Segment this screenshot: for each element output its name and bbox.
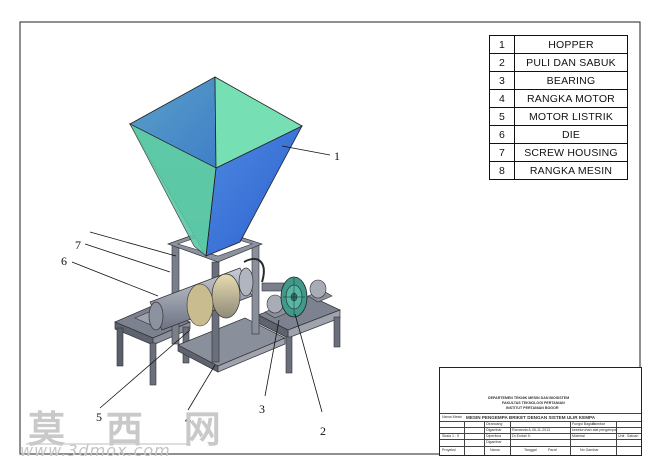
tb-row-value: Dr.Endah K. (512, 434, 532, 438)
part-number: 5 (489, 107, 515, 126)
tb-footer-3: Tanggal (524, 448, 537, 452)
tb-row-label: Dirancang (486, 422, 503, 426)
dept-line-3: INSTITUT PERTANIAN BOGOR (506, 406, 559, 410)
part-number: 2 (489, 53, 515, 72)
watermark-logo: 莫 西 网 (28, 407, 235, 451)
part-name: RANGKA MESIN (514, 161, 628, 180)
tb-row-value2: keseluruhan alat pengempa (572, 428, 617, 432)
part-number: 8 (489, 161, 515, 180)
callout-2: 2 (320, 424, 326, 438)
callout-4: 4 (185, 412, 191, 426)
tb-row-label: Digambar (486, 440, 502, 444)
tb-date: 06-11-2013 (532, 428, 551, 432)
tb-row-label: Digambar (486, 428, 502, 432)
part-number: 1 (489, 35, 515, 54)
dept-line-1: DEPARTEMEN TEKNIK MESIN DAN BIOSISTEM (488, 396, 570, 400)
dept-line-2: FAKULTAS TEKNOLOGI PERTANIAN (502, 401, 565, 405)
bearing (264, 279, 333, 319)
part-name: HOPPER (514, 35, 628, 54)
tb-footer-4: Paraf (548, 448, 557, 452)
part-name: RANGKA MOTOR (514, 89, 628, 108)
tb-footer-1: Proyeksi (442, 448, 456, 452)
watermark-url: www.3dmox.com (20, 441, 171, 460)
part-number: 4 (489, 89, 515, 108)
screw-housing (148, 267, 285, 331)
callout-3: 3 (259, 402, 265, 416)
part-name: SCREW HOUSING (514, 143, 628, 162)
drawing-title: MESIN PENGEMPA BRIKET DENGAN SISTEM ULIR… (466, 415, 596, 420)
tb-row-label2: Unit (618, 434, 625, 438)
tb-row-value2: Satuan (627, 434, 639, 438)
pulley (280, 276, 308, 318)
leader-lines (71, 145, 331, 413)
callout-7: 7 (75, 238, 81, 252)
tb-footer-5: No Gambar (580, 448, 599, 452)
belt (243, 257, 265, 283)
part-name: PULI DAN SABUK (514, 53, 628, 72)
tb-row-label: Diperiksa (486, 434, 501, 438)
tb-row-label: Skala (442, 434, 451, 438)
tb-footer-2: Nama (490, 448, 500, 452)
title-label: Nama Mesin (442, 415, 463, 419)
callout-5: 5 (96, 410, 102, 424)
tb-row-value: 1 : 5 (452, 434, 459, 438)
part-number: 6 (489, 125, 515, 144)
tb-row-label2: Fungsi Bagian (572, 422, 595, 426)
part-number: 7 (489, 143, 515, 162)
tb-row-value: Ramanda A. (512, 428, 532, 432)
part-number: 3 (489, 71, 515, 90)
part-name: BEARING (514, 71, 628, 90)
part-name: MOTOR LISTRIK (514, 107, 628, 126)
part-name: DIE (514, 125, 628, 144)
machine-assembly (114, 76, 341, 386)
hopper (128, 76, 303, 258)
callout-6: 6 (61, 254, 67, 268)
tb-row-value2: Gambar (592, 422, 605, 426)
title-block: DEPARTEMEN TEKNIK MESIN DAN BIOSISTEM FA… (439, 367, 642, 456)
sheet-border (19, 21, 641, 455)
tb-row-label2: Material (572, 434, 585, 438)
callout-1: 1 (334, 149, 340, 163)
